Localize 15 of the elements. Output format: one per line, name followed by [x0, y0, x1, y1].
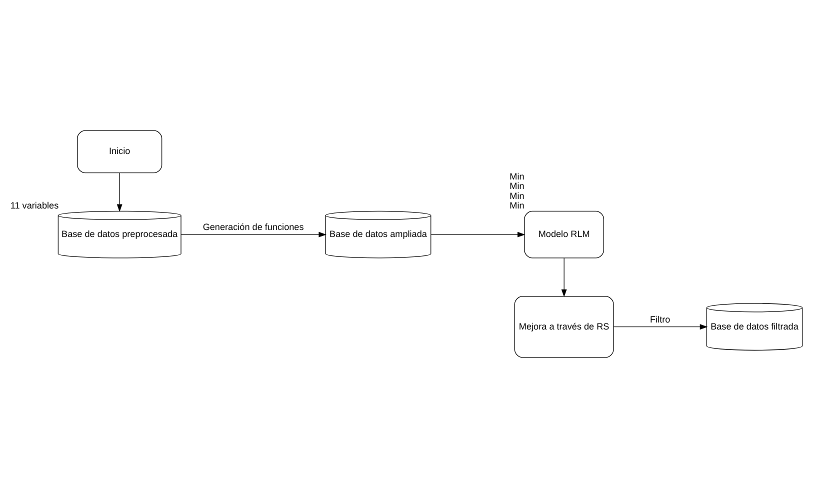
node-label: Min	[510, 171, 524, 182]
arrow	[613, 324, 708, 330]
node-box: Mejora a través de RS	[514, 296, 614, 358]
node-label: Min	[510, 181, 524, 192]
node-label: Min	[510, 200, 524, 211]
arrow	[561, 258, 567, 298]
node-label: 11 variables	[10, 200, 59, 211]
arrow	[430, 232, 526, 238]
edge-label: Filtro	[650, 314, 670, 324]
node-box: Inicio	[77, 130, 162, 174]
arrow	[180, 232, 327, 238]
node-label: Min	[510, 190, 524, 201]
node-box: Modelo RLM	[524, 210, 604, 258]
arrow	[116, 172, 122, 212]
edge-label: Generación de funciones	[202, 222, 304, 232]
